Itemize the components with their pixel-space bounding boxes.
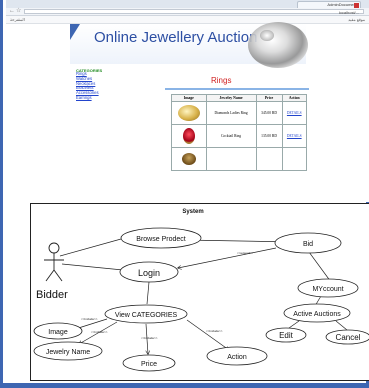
label-view-categories: View CATEGORIES xyxy=(115,312,178,319)
label-edit: Edit xyxy=(279,331,294,340)
category-link[interactable]: Bracelets xyxy=(76,85,94,91)
label-myaccount: MYccount xyxy=(312,286,343,293)
edge-bid-login xyxy=(178,247,277,268)
table-header: Image Jewelry Name Price Action xyxy=(171,94,308,102)
edge-label-include: <<include>> xyxy=(81,317,98,321)
separator xyxy=(6,178,369,202)
ring-gem xyxy=(260,30,274,41)
ring-thumbnail[interactable] xyxy=(181,153,196,165)
section-divider xyxy=(165,88,309,90)
diagram-canvas: System Bidder xyxy=(33,209,369,372)
category-link[interactable]: Watches xyxy=(76,75,93,81)
diagram-edges xyxy=(59,238,348,354)
browser-window: AdminDocument ← ☆ localhost/... المقترحة… xyxy=(6,0,369,179)
product-name: Cocktail Ring xyxy=(205,124,257,148)
edge-actor-login xyxy=(61,263,124,271)
product-image-cell xyxy=(171,101,207,125)
ring-thumbnail[interactable] xyxy=(182,128,195,144)
categories-title: CATEGORIES xyxy=(76,68,103,73)
category-list: Rings Watches Necklaces Bracelets Access… xyxy=(76,71,99,101)
usecase-price[interactable] xyxy=(122,354,176,372)
banner-wedge xyxy=(70,24,80,40)
ring-thumbnail[interactable] xyxy=(177,105,200,121)
usecase-view-categories[interactable] xyxy=(104,304,188,324)
address-bar: ← ☆ localhost/... xyxy=(6,8,369,16)
details-link[interactable]: DETAILS xyxy=(281,124,308,148)
usecase-login[interactable] xyxy=(119,261,179,283)
col-price: Price xyxy=(255,94,283,102)
edge-active-cancel xyxy=(335,320,348,331)
edge-label-include: <<include>> xyxy=(206,329,223,333)
edge-label-include: <<include>> xyxy=(91,330,108,334)
usecase-bid[interactable] xyxy=(274,232,342,254)
product-price xyxy=(255,147,283,171)
edge-view-action xyxy=(186,319,229,350)
col-name: Jewelry Name xyxy=(205,94,257,102)
close-icon[interactable] xyxy=(354,3,359,8)
label-bid: Bid xyxy=(303,241,313,248)
col-action: Action xyxy=(281,94,308,102)
star-icon[interactable]: ☆ xyxy=(16,8,22,14)
category-link[interactable]: Necklaces xyxy=(76,80,96,86)
product-image-cell xyxy=(171,147,207,171)
product-price: 135.00 BD xyxy=(255,124,283,148)
table-row: Diamonds Ladies Ring 345.00 BD DETAILS xyxy=(171,101,308,125)
actor-figure xyxy=(44,242,64,282)
diagram-title: System xyxy=(182,209,203,215)
table-row: Cocktail Ring 135.00 BD DETAILS xyxy=(171,124,308,148)
details-link[interactable] xyxy=(281,147,308,171)
edge-view-price xyxy=(145,323,148,354)
usecase-cancel[interactable] xyxy=(325,329,369,345)
actor-label: Bidder xyxy=(36,289,68,301)
category-link[interactable]: Accessories xyxy=(76,90,99,96)
bookmark-right[interactable]: موقع مفيد xyxy=(348,17,365,22)
edge-bid-myaccount xyxy=(308,251,332,283)
usecase-edit[interactable] xyxy=(265,327,307,343)
label-browse: Browse Prodect xyxy=(136,236,185,243)
details-link[interactable]: DETAILS xyxy=(281,101,308,125)
usecase-myaccount[interactable] xyxy=(297,278,359,298)
category-link[interactable]: Earrings xyxy=(76,94,92,100)
edge-active-edit xyxy=(288,320,300,329)
usecase-browse[interactable] xyxy=(120,227,202,249)
label-price: Price xyxy=(141,361,157,368)
product-name: Diamonds Ladies Ring xyxy=(205,101,257,125)
edge-label-extend: <<extend>> xyxy=(237,251,253,255)
label-login: Login xyxy=(138,268,160,278)
usecase-action[interactable] xyxy=(206,346,268,366)
product-price: 345.00 BD xyxy=(255,101,283,125)
edge-actor-browse xyxy=(59,238,122,257)
table-row xyxy=(171,147,308,171)
label-cancel: Cancel xyxy=(336,333,361,342)
ring-image xyxy=(248,22,308,68)
products-table: Image Jewelry Name Price Action Diamonds… xyxy=(171,94,308,171)
url-input[interactable]: localhost/... xyxy=(24,9,364,15)
product-name xyxy=(205,147,257,171)
usecase-active-auctions[interactable] xyxy=(283,303,351,323)
back-arrow-icon[interactable]: ← xyxy=(9,8,15,14)
tab-title: AdminDocument xyxy=(327,2,357,7)
bookmark-left[interactable]: المقترحة xyxy=(10,17,25,22)
site-title: Online Jewellery Auction xyxy=(94,29,258,46)
col-image: Image xyxy=(171,94,207,102)
edge-label-include: <<include>> xyxy=(141,336,158,340)
label-image: Image xyxy=(48,329,68,336)
usecase-jewelry-name[interactable] xyxy=(33,341,103,361)
use-case-diagram: System Bidder xyxy=(30,203,369,381)
browser-tab[interactable]: AdminDocument xyxy=(297,1,361,8)
section-title: Rings xyxy=(211,76,232,85)
usecase-image[interactable] xyxy=(33,322,83,340)
bookmarks-bar: المقترحة موقع مفيد xyxy=(6,16,369,24)
product-image-cell xyxy=(171,124,207,148)
tab-bar: AdminDocument xyxy=(6,0,369,8)
label-action: Action xyxy=(227,354,247,361)
label-active-auctions: Active Auctions xyxy=(293,311,341,318)
category-link[interactable]: Rings xyxy=(76,71,87,76)
edge-view-name xyxy=(79,321,118,344)
label-jewelry-name: Jewelry Name xyxy=(46,349,90,356)
edge-login-view xyxy=(146,281,150,305)
